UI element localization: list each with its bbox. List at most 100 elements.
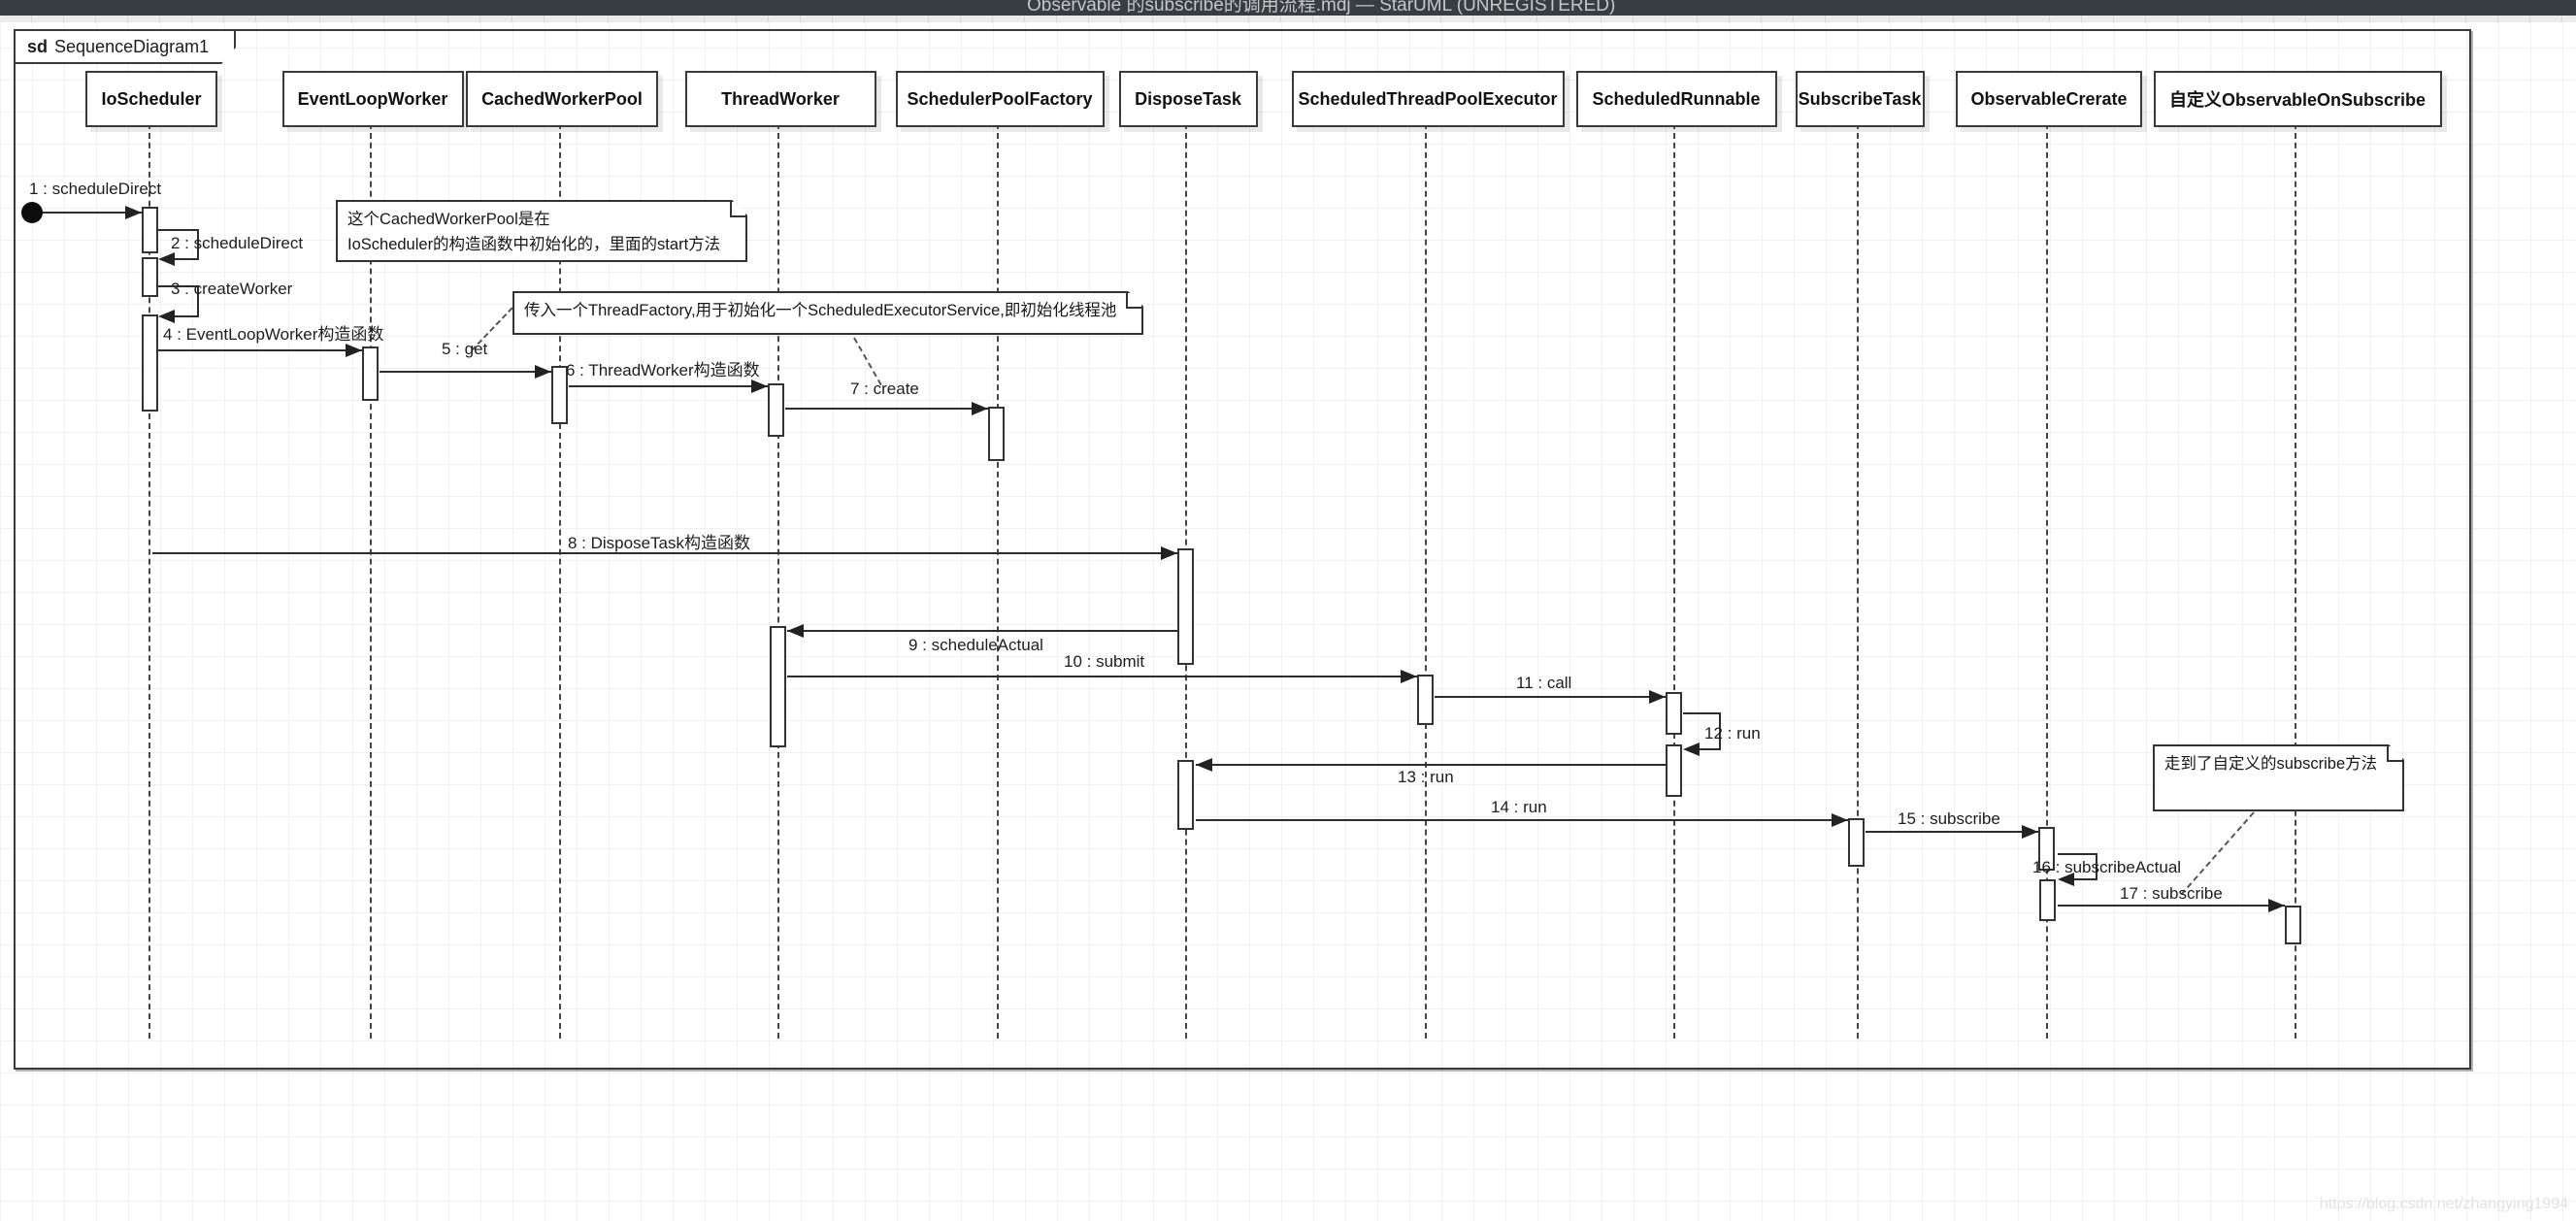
note-2[interactable]: 走到了自定义的subscribe方法 xyxy=(2153,744,2404,811)
activation-bar-13[interactable] xyxy=(1848,818,1865,867)
lifeline-head-5[interactable]: DisposeTask xyxy=(1118,71,1258,127)
activation-bar-16[interactable] xyxy=(2285,906,2301,944)
message-10-line[interactable] xyxy=(787,676,1417,677)
message-17-label[interactable]: 17 : subscribe xyxy=(2120,884,2223,903)
lifeline-6[interactable] xyxy=(1425,123,1427,1039)
note-text-line: 走到了自定义的subscribe方法 xyxy=(2164,755,2378,773)
message-17-line[interactable] xyxy=(2058,905,2285,907)
message-12-line-side[interactable] xyxy=(1719,712,1721,750)
activation-bar-2[interactable] xyxy=(142,314,158,412)
lifeline-9[interactable] xyxy=(2046,123,2048,1039)
watermark-text: https://blog.csdn.net/zhangying1994 xyxy=(2319,1196,2568,1212)
lifeline-2[interactable] xyxy=(559,123,561,1039)
message-13-label[interactable]: 13 : run xyxy=(1398,768,1454,786)
activation-bar-5[interactable] xyxy=(768,383,784,437)
lifeline-head-10[interactable]: 自定义ObservableOnSubscribe xyxy=(2153,71,2442,127)
message-12-line-out[interactable] xyxy=(1683,712,1721,714)
message-3-line-back[interactable] xyxy=(173,315,199,317)
message-4-label[interactable]: 4 : EventLoopWorker构造函数 xyxy=(163,325,384,344)
message-6-label[interactable]: 6 : ThreadWorker构造函数 xyxy=(566,361,760,380)
message-5-label[interactable]: 5 : get xyxy=(442,340,488,358)
lifeline-3[interactable] xyxy=(777,123,779,1039)
message-6-line[interactable] xyxy=(569,385,768,387)
message-2-line-side[interactable] xyxy=(197,229,199,260)
message-11-arrowhead xyxy=(1649,690,1666,704)
message-1-label[interactable]: 1 : scheduleDirect xyxy=(29,180,162,198)
lifeline-head-7[interactable]: ScheduledRunnable xyxy=(1575,71,1777,127)
lifeline-head-1[interactable]: EventLoopWorker xyxy=(281,71,464,127)
lifeline-label: CachedWorkerPool xyxy=(481,88,643,109)
message-10-arrowhead xyxy=(1401,670,1417,683)
lifeline-head-6[interactable]: ScheduledThreadPoolExecutor xyxy=(1291,71,1565,127)
lifeline-7[interactable] xyxy=(1673,123,1675,1039)
lifeline-head-3[interactable]: ThreadWorker xyxy=(684,71,876,127)
message-2-line-back[interactable] xyxy=(173,258,199,260)
activation-bar-14[interactable] xyxy=(2038,827,2055,871)
message-2-arrowhead xyxy=(158,252,175,266)
message-2-line-out[interactable] xyxy=(158,229,199,231)
activation-bar-11[interactable] xyxy=(1666,744,1682,797)
message-2-label[interactable]: 2 : scheduleDirect xyxy=(171,234,304,252)
lifeline-head-8[interactable]: SubscribeTask xyxy=(1795,71,1925,127)
activation-bar-0[interactable] xyxy=(142,207,158,253)
diagram-canvas[interactable]: sd SequenceDiagram1 IoScheduler EventLoop… xyxy=(0,16,2576,1221)
message-1-line[interactable] xyxy=(43,212,142,214)
lifeline-head-4[interactable]: SchedulerPoolFactory xyxy=(895,71,1105,127)
message-3-line-side[interactable] xyxy=(197,285,199,317)
note-text-line: 这个CachedWorkerPool是在 xyxy=(347,211,550,228)
lifeline-0[interactable] xyxy=(149,123,150,1039)
message-16-line-out[interactable] xyxy=(2058,853,2097,855)
note-text-line: 传入一个ThreadFactory,用于初始化一个ScheduledExecut… xyxy=(524,302,1117,319)
message-9-line[interactable] xyxy=(787,630,1177,632)
lifeline-10[interactable] xyxy=(2295,123,2296,1039)
note-1[interactable]: 传入一个ThreadFactory,用于初始化一个ScheduledExecut… xyxy=(512,291,1143,335)
lifeline-head-2[interactable]: CachedWorkerPool xyxy=(466,71,658,127)
message-7-label[interactable]: 7 : create xyxy=(850,380,919,398)
found-message-dot[interactable] xyxy=(21,202,43,223)
message-5-line[interactable] xyxy=(380,371,551,373)
message-10-label[interactable]: 10 : submit xyxy=(1064,652,1145,671)
message-7-arrowhead xyxy=(972,402,988,415)
activation-bar-7[interactable] xyxy=(1177,548,1194,665)
message-3-label[interactable]: 3 : createWorker xyxy=(171,280,293,298)
message-15-label[interactable]: 15 : subscribe xyxy=(1898,809,2000,828)
message-16-line-side[interactable] xyxy=(2096,853,2097,880)
lifeline-1[interactable] xyxy=(370,123,372,1039)
message-3-arrowhead xyxy=(158,310,175,323)
message-8-label[interactable]: 8 : DisposeTask构造函数 xyxy=(568,534,750,552)
message-15-line[interactable] xyxy=(1866,831,2038,833)
message-7-line[interactable] xyxy=(785,408,988,410)
message-11-line[interactable] xyxy=(1435,696,1666,698)
activation-bar-12[interactable] xyxy=(1177,760,1194,830)
activation-bar-6[interactable] xyxy=(988,407,1005,461)
activation-bar-8[interactable] xyxy=(770,626,786,747)
activation-bar-1[interactable] xyxy=(142,257,158,297)
activation-bar-3[interactable] xyxy=(362,346,379,401)
lifeline-8[interactable] xyxy=(1857,123,1859,1039)
lifeline-4[interactable] xyxy=(997,123,999,1039)
activation-bar-4[interactable] xyxy=(551,366,568,424)
frame-name-tag[interactable]: sd SequenceDiagram1 xyxy=(14,29,236,64)
message-8-line[interactable] xyxy=(152,552,1177,554)
sequence-frame[interactable] xyxy=(14,29,2471,1070)
message-12-label[interactable]: 12 : run xyxy=(1704,724,1761,742)
message-9-label[interactable]: 9 : scheduleActual xyxy=(908,636,1043,654)
message-11-label[interactable]: 11 : call xyxy=(1516,674,1572,692)
message-13-line[interactable] xyxy=(1196,764,1666,766)
message-14-line[interactable] xyxy=(1196,819,1848,821)
message-3-line-out[interactable] xyxy=(158,285,199,287)
message-12-line-back[interactable] xyxy=(1698,748,1721,750)
message-16-line-back[interactable] xyxy=(2072,878,2097,880)
message-4-arrowhead xyxy=(346,344,362,357)
message-4-line[interactable] xyxy=(158,349,362,351)
activation-bar-10[interactable] xyxy=(1666,692,1682,735)
lifeline-head-9[interactable]: ObservableCrerate xyxy=(1956,71,2142,127)
lifeline-head-0[interactable]: IoScheduler xyxy=(85,71,217,127)
app-title-bar: Observable 的subscribe的调用流程.mdj — StarUML… xyxy=(0,0,2576,16)
message-16-label[interactable]: 16 : subscribeActual xyxy=(2032,858,2182,876)
message-14-label[interactable]: 14 : run xyxy=(1491,798,1547,816)
activation-bar-9[interactable] xyxy=(1417,675,1434,725)
activation-bar-15[interactable] xyxy=(2039,879,2056,921)
